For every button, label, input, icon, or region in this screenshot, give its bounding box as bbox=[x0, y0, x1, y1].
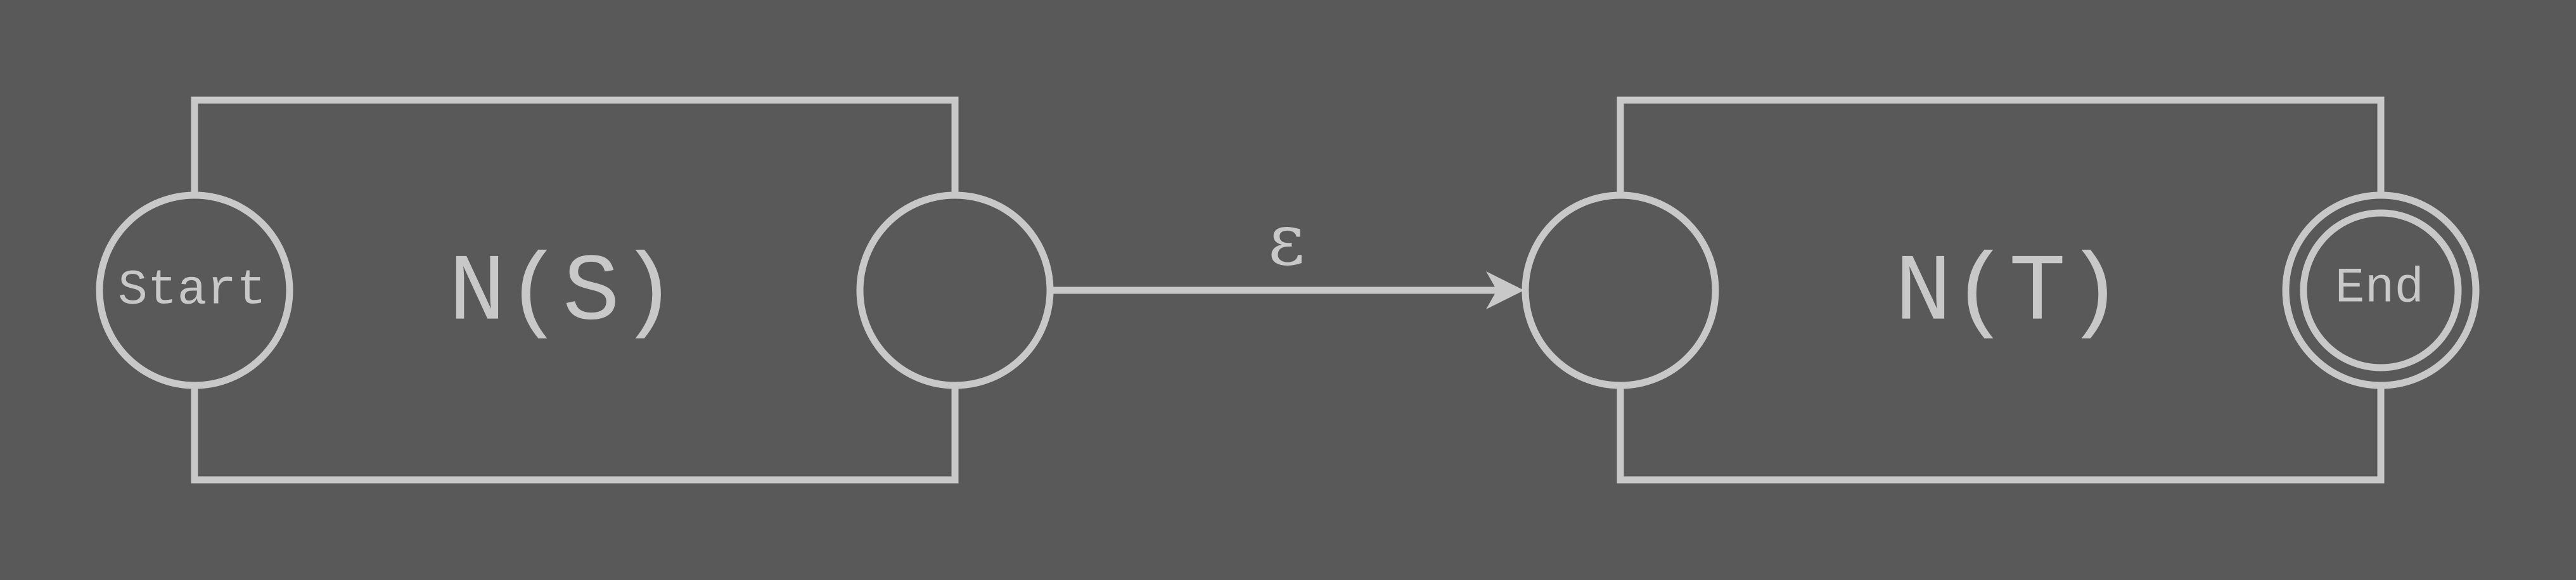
start-state-label: Start bbox=[118, 263, 266, 319]
epsilon-transition: ε bbox=[1052, 199, 1524, 309]
end-state-outer-ring bbox=[2282, 191, 2480, 389]
right-block-nt: End N(T) bbox=[1522, 96, 2480, 484]
epsilon-label: ε bbox=[1268, 199, 1305, 281]
ns-exit-state bbox=[856, 191, 1054, 389]
left-block-bottom-frame bbox=[191, 385, 959, 484]
end-state-inner-ring bbox=[2300, 209, 2462, 371]
end-state-label: End bbox=[2335, 261, 2424, 317]
ns-block-label: N(S) bbox=[449, 240, 677, 348]
nt-entry-state bbox=[1522, 191, 1719, 389]
right-block-bottom-frame bbox=[1617, 385, 2385, 484]
epsilon-arrowhead bbox=[1486, 271, 1524, 309]
left-block-top-frame bbox=[191, 96, 959, 197]
left-block-ns: Start N(S) bbox=[96, 96, 1054, 484]
nt-block-label: N(T) bbox=[1895, 240, 2123, 348]
start-state bbox=[96, 191, 293, 389]
right-block-top-frame bbox=[1617, 96, 2385, 197]
